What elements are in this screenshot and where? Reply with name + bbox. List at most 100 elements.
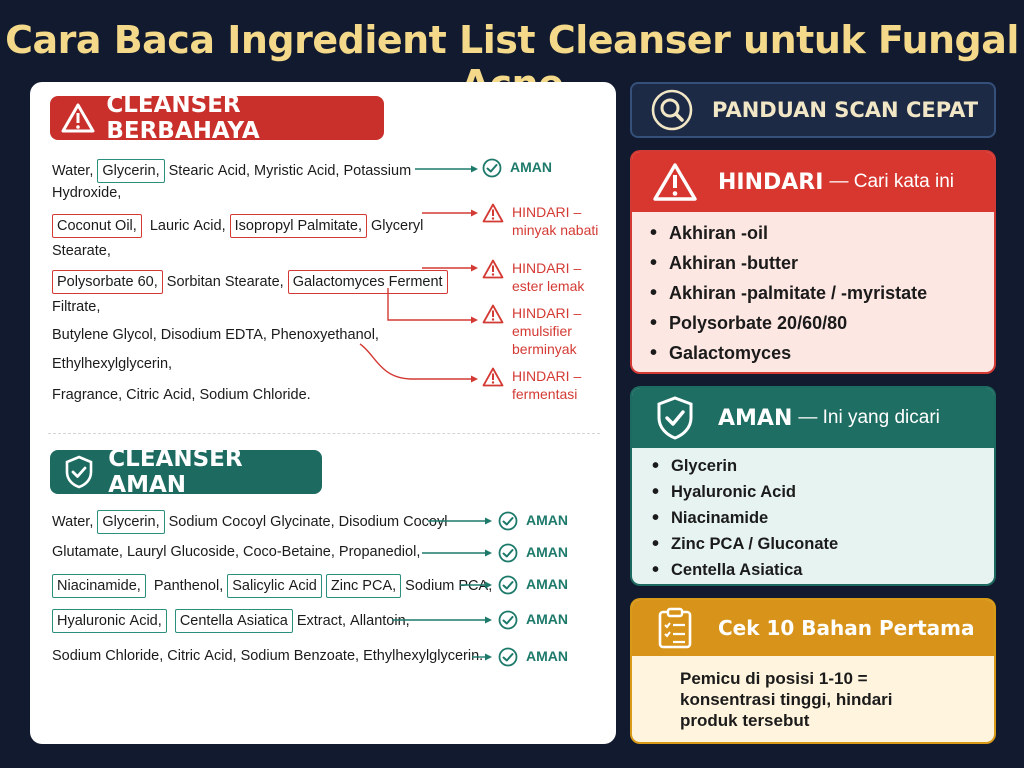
check-first-ten-card: Cek 10 Bahan Pertama Pemicu di posisi 1-… [630,598,996,744]
trigger-ingredient-highlight: Coconut Oil, [52,214,142,238]
ingredient-text: Sodium Chloride, Citric Acid, Sodium Ben… [52,648,484,664]
list-item: Akhiran -oil [650,218,994,248]
avoid-card: HINDARI — Cari kata ini Akhiran -oilAkhi… [630,150,996,374]
connector-arrow [359,343,478,383]
warning-triangle-icon [482,203,504,223]
safe-ingredient-highlight: Glycerin, [97,510,165,534]
ingredient-text: Filtrate, [52,299,101,315]
list-item: Polysorbate 20/60/80 [650,308,994,338]
body-line: produk tersebut [680,711,810,730]
ingredient-text: Sodium Cocoyl Glycinate, Disodium Cocoyl [164,514,448,530]
check-first-ten-header: Cek 10 Bahan Pertama [632,600,994,656]
check-first-ten-title: Cek 10 Bahan Pertama [718,616,975,640]
list-item: Centella Asiatica [652,557,994,583]
check-circle-icon [498,610,518,630]
avoid-card-header: HINDARI — Cari kata ini [632,152,994,212]
ingredient-line: Butylene Glycol, Disodium EDTA, Phenoxye… [52,325,379,345]
verdict-text: minyak nabati [512,222,599,238]
ingredient-text: Stearate, [52,243,111,259]
body-line: Pemicu di posisi 1-10 = [680,669,868,688]
ingredient-text: Extract, Allantoin, [292,613,410,629]
verdict-text: HINDARI – [512,368,582,384]
safe-cleanser-label: CLEANSER AMAN [108,446,243,498]
list-item: Akhiran -palmitate / -myristate [650,278,994,308]
list-item: Akhiran -butter [650,248,994,278]
verdict-text: AMAN [526,611,568,627]
avoid-verdict: HINDARI – fermentasi [482,367,581,403]
body-line: konsentrasi tinggi, hindari [680,690,893,709]
list-item: Zinc PCA / Gluconate [652,531,994,557]
list-item: Niacinamide [652,506,994,532]
verdict-text: HINDARI – [512,260,582,276]
warning-triangle-icon [482,259,504,279]
ingredient-text: Butylene Glycol, Disodium EDTA, Phenoxye… [52,327,379,343]
ingredient-line: Polysorbate 60, Sorbitan Stearate, Galac… [52,270,448,294]
avoid-verdict: HINDARI – minyak nabati [482,203,598,239]
ingredient-line: Niacinamide, Panthenol, Salicylic Acid Z… [52,574,492,598]
connector-arrow [472,653,492,661]
ingredient-text: Stearic Acid, Myristic Acid, Potassium [164,163,412,179]
safe-verdict-connectors [392,517,492,661]
shield-check-icon [632,396,718,440]
verdict-text: AMAN [526,544,568,560]
safe-ingredient-highlight: Hyaluronic Acid, [52,609,167,633]
verdict-text: HINDARI – [512,305,582,321]
ingredient-line: Filtrate, [52,297,100,317]
ingredient-text: Glyceryl [366,218,424,234]
quick-scan-guide-label: PANDUAN SCAN CEPAT [712,98,979,122]
bad-cleanser-label: CLEANSER BERBAHAYA [106,92,260,144]
ingredient-examples-panel: CLEANSER BERBAHAYA Water, Glycerin, Stea… [30,82,616,744]
safe-card-title: AMAN [718,405,793,431]
check-circle-icon [498,543,518,563]
ingredient-line: Ethylhexylglycerin, [52,354,172,374]
safe-verdict: AMAN [498,610,568,630]
connector-arrow [428,517,492,525]
ingredient-line: Hyaluronic Acid, Centella Asiatica Extra… [52,609,410,633]
warning-triangle-icon [482,304,504,324]
warning-triangle-icon [632,163,718,201]
list-item: Galactomyces [650,338,994,368]
avoid-list: Akhiran -oilAkhiran -butterAkhiran -palm… [632,212,994,368]
safe-ingredient-highlight: Salicylic Acid [227,574,322,598]
verdict-text: HINDARI – [512,204,582,220]
ingredient-text: Glutamate, Lauryl Glucoside, Coco-Betain… [52,544,421,560]
verdict-text: AMAN [526,576,568,592]
connector-arrow [422,264,478,272]
connector-arrow [460,581,492,589]
ingredient-line: Hydroxide, [52,183,121,203]
safe-ingredient-highlight: Centella Asiatica [174,609,293,633]
list-item: Glycerin [652,454,994,480]
safe-verdict: AMAN [482,158,552,178]
safe-ingredient-highlight: Niacinamide, [52,574,146,598]
safe-verdict: AMAN [498,543,568,563]
safe-list: GlycerinHyaluronic AcidNiacinamideZinc P… [632,448,994,583]
ingredient-line: Glutamate, Lauryl Glucoside, Coco-Betain… [52,542,420,562]
trigger-ingredient-highlight: Galactomyces Ferment [287,270,448,294]
avoid-card-subtitle: — Cari kata ini [829,171,955,192]
check-circle-icon [498,511,518,531]
ingredient-line: Water, Glycerin, Stearic Acid, Myristic … [52,159,411,183]
verdict-text: berminyak [512,341,577,357]
check-circle-icon [482,158,502,178]
safe-verdict: AMAN [498,511,568,531]
connector-arrow [422,209,478,217]
ingredient-text: Water, [52,514,98,530]
check-circle-icon [498,647,518,667]
verdict-text: fermentasi [512,386,578,402]
trigger-ingredient-highlight: Polysorbate 60, [52,270,163,294]
safe-ingredient-highlight: Glycerin, [97,159,165,183]
search-icon [632,88,712,132]
list-item: Hyaluronic Acid [652,480,994,506]
avoid-verdict: HINDARI – ester lemak [482,259,584,295]
ingredient-text: Water, [52,163,98,179]
verdict-text: ester lemak [512,278,585,294]
ingredient-text: Hydroxide, [52,185,122,201]
ingredient-text: Panthenol, [145,578,228,594]
connector-arrow [415,165,478,173]
avoid-card-title: HINDARI [718,169,824,195]
verdict-text: AMAN [510,159,552,175]
connector-arrow [392,616,492,624]
trigger-ingredient-highlight: Isopropyl Palmitate, [229,214,367,238]
clipboard-checklist-icon [632,607,718,649]
